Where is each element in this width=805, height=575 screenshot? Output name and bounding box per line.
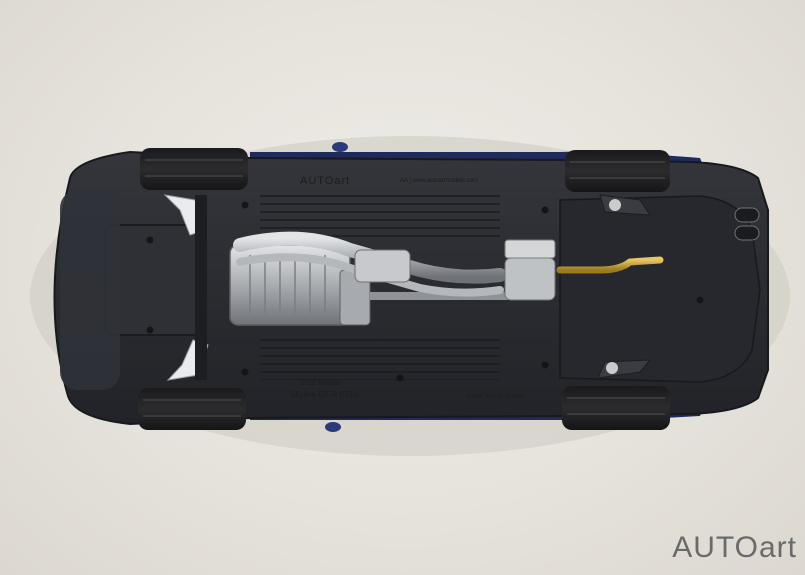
brass-pipe bbox=[556, 256, 664, 274]
exhaust-tip-inner bbox=[734, 225, 760, 241]
exhaust-tip-outer bbox=[734, 207, 760, 223]
rear-hub-bottom bbox=[606, 362, 618, 374]
rear-undertray bbox=[559, 195, 761, 383]
wheel-rear-top bbox=[565, 150, 670, 192]
heat-shield bbox=[504, 239, 556, 259]
front-driveshaft bbox=[195, 195, 207, 380]
wheel-front-bottom bbox=[138, 388, 246, 430]
chassis-model-label: Skyline GT-R (R34) bbox=[290, 390, 360, 399]
chassis-url-text: AA | www.autoartmodels.com bbox=[400, 178, 478, 184]
autoart-watermark: AUTOart bbox=[672, 531, 797, 565]
mirror-bottom bbox=[325, 422, 341, 432]
rear-hub-top bbox=[609, 199, 621, 211]
center-muffler bbox=[504, 257, 556, 301]
exhaust-pipe-2 bbox=[236, 253, 504, 297]
chassis-screws bbox=[146, 201, 704, 382]
wheel-front-top bbox=[140, 148, 248, 190]
exhaust-downpipe bbox=[233, 231, 507, 284]
wheel-rear-bottom bbox=[562, 386, 670, 430]
chassis-scale-label: 1/18 Nissan bbox=[300, 378, 342, 387]
floor-ribs-top bbox=[260, 190, 500, 240]
watermark-text: AUTOart bbox=[672, 531, 797, 564]
chassis-brand-mark: AUTOart bbox=[300, 175, 350, 187]
front-undertray bbox=[60, 190, 120, 390]
chassis-origin-label: CRAFTED IN CHINA bbox=[467, 394, 523, 400]
catalytic-converter bbox=[354, 249, 411, 283]
floor-ribs-bottom bbox=[260, 335, 500, 380]
mirror-top bbox=[332, 142, 348, 152]
